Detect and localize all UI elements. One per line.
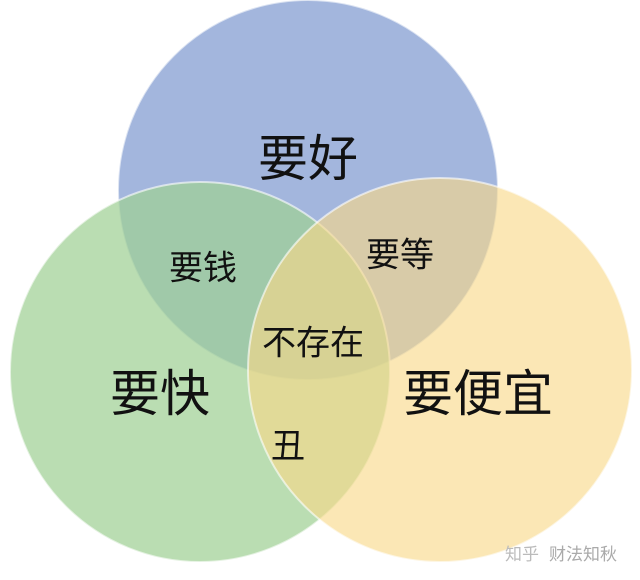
- label-cheap: 要便宜: [403, 365, 553, 423]
- label-fast-cheap: 丑: [271, 426, 305, 467]
- zhihu-logo: 知乎: [505, 545, 539, 565]
- watermark-text: 财法知秋: [549, 545, 617, 565]
- label-fast: 要快: [110, 365, 210, 423]
- watermark: 知乎财法知秋: [505, 540, 617, 565]
- label-good-cheap: 要等: [366, 235, 434, 276]
- circle-cheap: [247, 177, 633, 563]
- label-good-fast: 要钱: [169, 248, 237, 289]
- label-good: 要好: [258, 130, 358, 188]
- label-all-three: 不存在: [262, 323, 364, 364]
